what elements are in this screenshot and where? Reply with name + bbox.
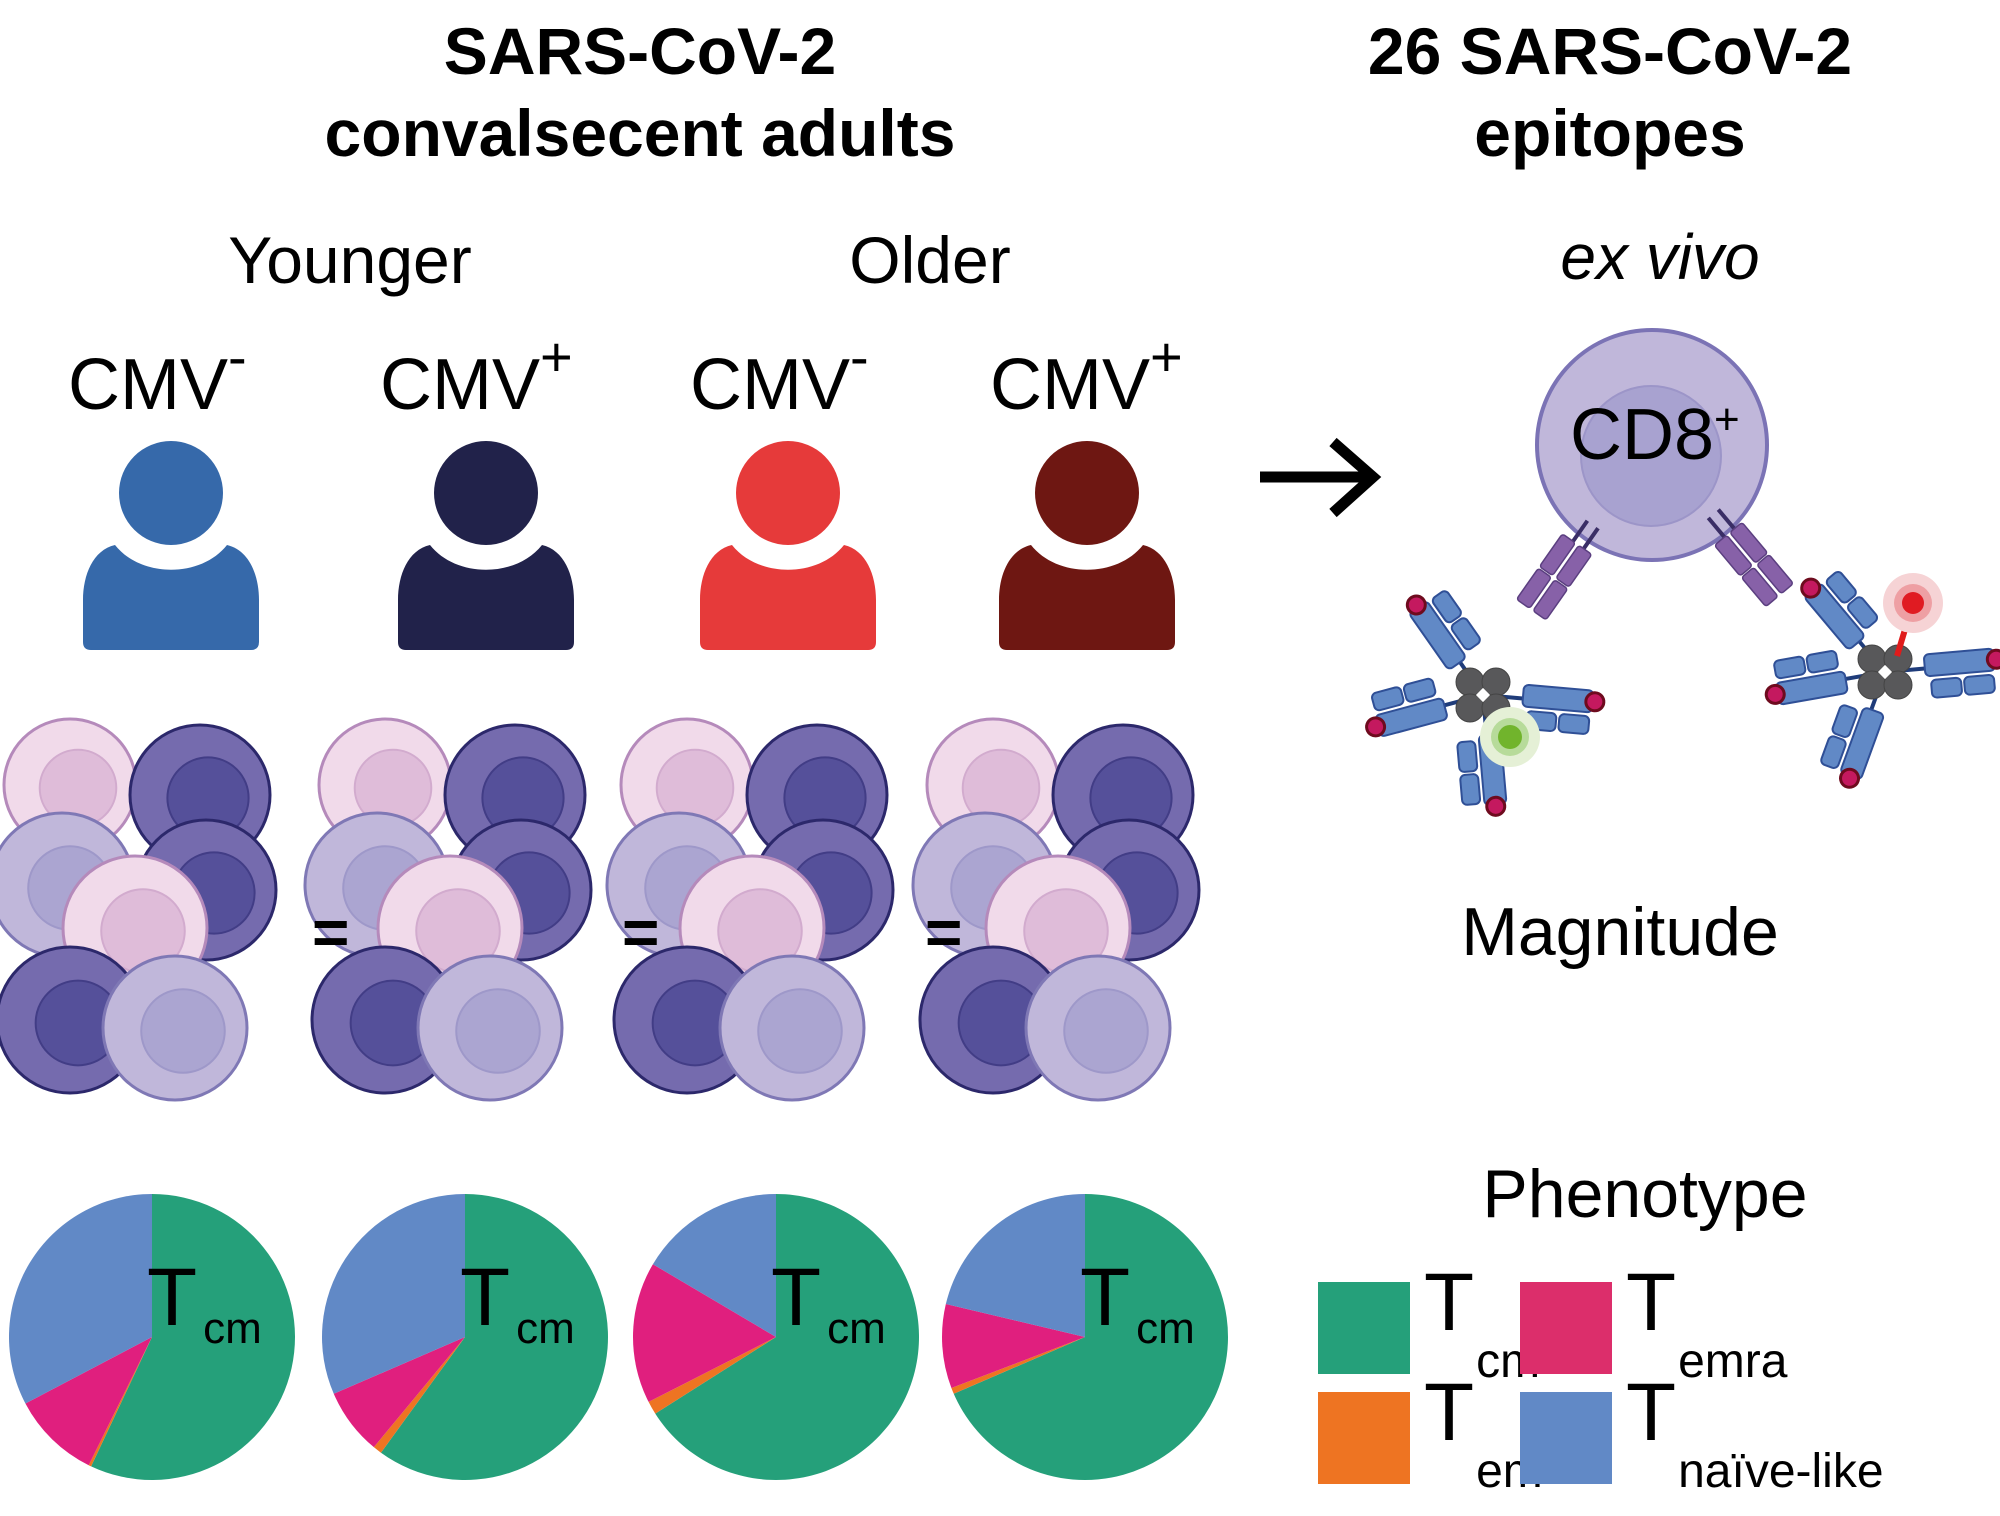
cell-cluster [0,717,278,1102]
mhc-monomer-icon [1764,650,1886,706]
pie-slice-tnaive [652,1194,776,1337]
legend-item-tem: Tem [1318,1372,1543,1496]
person-icon [999,441,1175,650]
cell-icon [612,945,762,1095]
fluorophore-green-icon [1480,707,1540,767]
cd8-cell [1535,328,1769,562]
legend-item-tcm: Tcm [1318,1262,1540,1386]
right-title-line2: epitopes [1474,96,1746,170]
pie-chart [942,1193,1229,1480]
equals-sign-1: = [312,896,350,968]
pie-slice-temra [333,1337,465,1448]
cmv-label-older-pos: CMV+ [990,325,1183,426]
cell-icon [101,954,249,1102]
cell-icon [310,945,460,1095]
cd8-label: CD8+ [1570,395,1740,475]
cmv-label-younger-neg: CMV- [68,325,247,426]
tcr-icon [1516,519,1600,620]
tcr-tetramer-right [1706,508,2000,789]
tcr-tetramer-left [1365,519,1606,817]
tcr-icon [1706,508,1793,607]
cmv-label-younger-pos: CMV+ [380,325,573,426]
fluorophore-red-icon [1883,573,1943,657]
person-icon [700,441,876,650]
streptavidin-core-icon [1857,644,1913,700]
mhc-monomer-icon [1800,571,1887,674]
pie-slice-tcm [380,1194,608,1480]
mhc-monomer-icon [1884,647,2000,699]
pie-slice-tem [373,1337,465,1453]
cell-cluster [303,717,593,1102]
pie-slice-tnaive [9,1194,152,1404]
pie-slice-temra [633,1264,776,1402]
equals-sign-2: = [622,896,660,968]
pie-chart [321,1194,608,1480]
cell-icon [1024,954,1172,1102]
pie-chart [633,1194,919,1480]
ex-vivo-label: ex vivo [1560,221,1760,293]
legend-swatch-tnaive [1520,1392,1612,1484]
person-icon [398,441,574,650]
pie-slice-tnaive [945,1193,1085,1337]
pie-slice-temra [942,1304,1085,1388]
right-arrow-icon [1260,437,1382,518]
pie-slice-tcm [91,1194,295,1481]
pie-slice-tnaive [321,1194,465,1394]
cell-cluster [911,717,1201,1102]
right-title-line1: 26 SARS-CoV-2 [1367,14,1853,88]
cell-cluster [605,717,895,1102]
streptavidin-core-icon [1455,667,1511,723]
legend-swatch-temra [1520,1282,1612,1374]
pie-slice-tem [648,1337,776,1414]
left-title: SARS-CoV-2 convalsecent adults [190,10,1090,174]
pie-slice-tem [951,1337,1085,1394]
person-icon [83,441,259,650]
left-title-line1: SARS-CoV-2 [443,14,837,88]
equals-sign-3: = [925,896,963,968]
younger-label: Younger [228,223,472,297]
phenotype-title: Phenotype [1482,1156,1808,1232]
older-label: Older [849,223,1011,297]
cmv-label-older-neg: CMV- [690,325,869,426]
pie-slice-temra [25,1337,152,1466]
cell-icon [718,954,866,1102]
pie-slice-tcm [655,1194,919,1480]
mhc-monomer-icon [1482,683,1606,735]
legend-item-tnaive: Tnaïve-like [1520,1372,1884,1496]
right-title: 26 SARS-CoV-2 epitopes [1260,10,1960,174]
mhc-monomer-icon [1820,671,1887,789]
legend-swatch-tem [1318,1392,1410,1484]
legend-item-temra: Temra [1520,1262,1787,1386]
legend-swatch-tcm [1318,1282,1410,1374]
magnitude-label: Magnitude [1461,894,1779,970]
cell-icon [416,954,564,1102]
pie-slice-tem [88,1337,152,1467]
mhc-monomer-icon [1405,590,1485,697]
left-title-line2: convalsecent adults [324,96,956,170]
pie-chart [9,1194,295,1481]
arrow-icon [1255,437,1395,535]
pie-slice-tcm [953,1194,1229,1480]
